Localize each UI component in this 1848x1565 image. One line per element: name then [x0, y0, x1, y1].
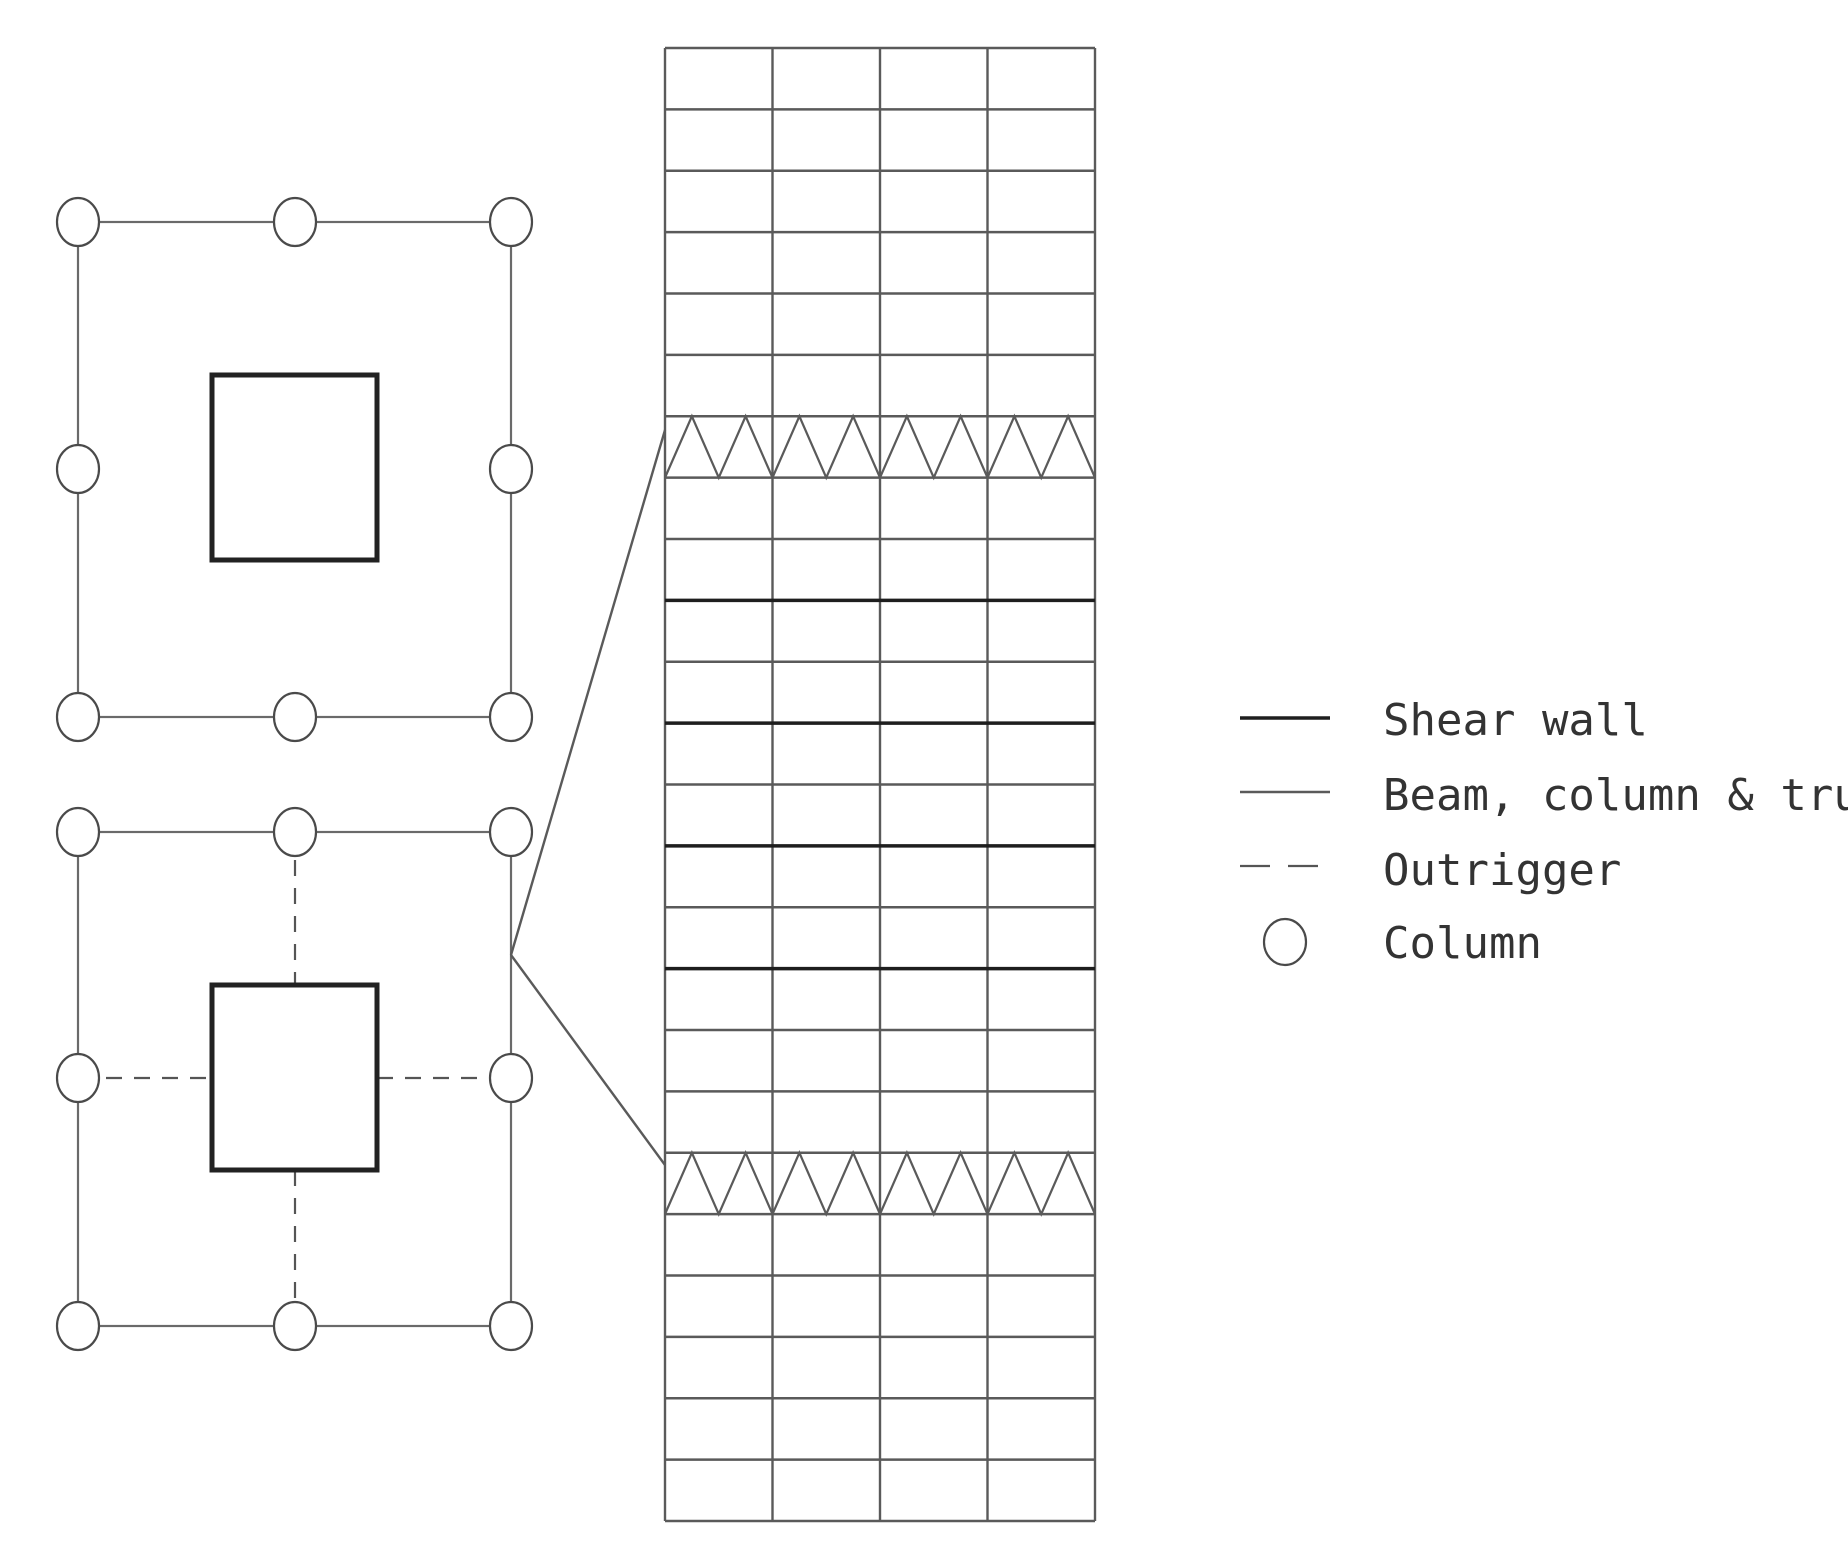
column: [55, 691, 101, 743]
outrigger-floor-plan: [55, 806, 534, 1352]
column: [488, 443, 534, 495]
outrigger-trusses: [663, 413, 1097, 1217]
column: [55, 806, 101, 858]
legend-label: Outrigger: [1383, 845, 1621, 896]
column: [272, 691, 318, 743]
column: [488, 691, 534, 743]
outrigger-lines: [78, 832, 511, 1326]
outrigger-truss: [663, 1150, 1097, 1217]
callout-upper: [509, 429, 667, 956]
column: [55, 196, 101, 248]
shear-wall-floors: [665, 598, 1095, 971]
column: [55, 1052, 101, 1104]
column: [272, 196, 318, 248]
legend-item-shear-wall: Shear wall: [1240, 695, 1648, 746]
legend: Shear wall Beam, column & truss Outrigge…: [1240, 695, 1848, 969]
legend-label: Column: [1383, 918, 1542, 969]
legend-item-column: Column: [1262, 917, 1542, 969]
legend-item-outrigger: Outrigger: [1240, 845, 1621, 896]
outrigger-truss: [663, 413, 1097, 481]
column: [488, 196, 534, 248]
column: [55, 443, 101, 495]
core-wall: [209, 982, 380, 1173]
callout-lines: [509, 429, 667, 1166]
core-wall: [209, 372, 380, 563]
plan-columns: [55, 196, 534, 743]
callout-lower: [510, 954, 666, 1166]
column: [55, 1300, 101, 1352]
elevation-columns: [663, 48, 1097, 1521]
typical-floor-plan: [55, 196, 534, 743]
plan-columns: [55, 806, 534, 1352]
column: [272, 806, 318, 858]
legend-label: Shear wall: [1383, 695, 1648, 746]
column: [488, 1300, 534, 1352]
legend-label: Beam, column & truss: [1383, 770, 1848, 821]
building-elevation: [663, 46, 1097, 1523]
column: [272, 1300, 318, 1352]
column: [488, 1052, 534, 1104]
perimeter-frame: [76, 220, 513, 719]
circle-symbol: [1262, 917, 1308, 967]
column: [488, 806, 534, 858]
legend-item-beam-column-truss: Beam, column & truss: [1240, 770, 1848, 821]
